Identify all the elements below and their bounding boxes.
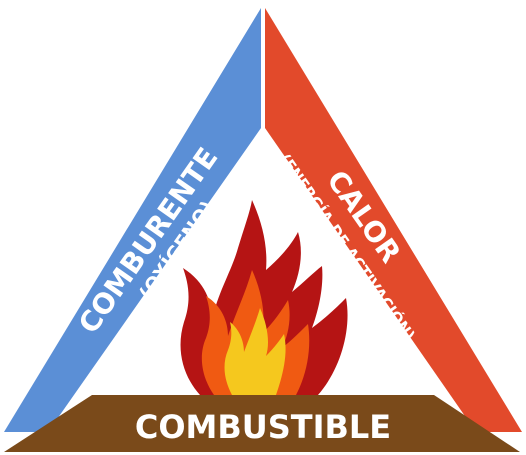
comburente-side (4, 8, 261, 432)
flame-inner (224, 308, 286, 395)
flame-icon (180, 200, 348, 395)
combustible-base (4, 395, 520, 452)
calor-side (265, 8, 522, 432)
combustible-title: COMBUSTIBLE (135, 408, 391, 446)
